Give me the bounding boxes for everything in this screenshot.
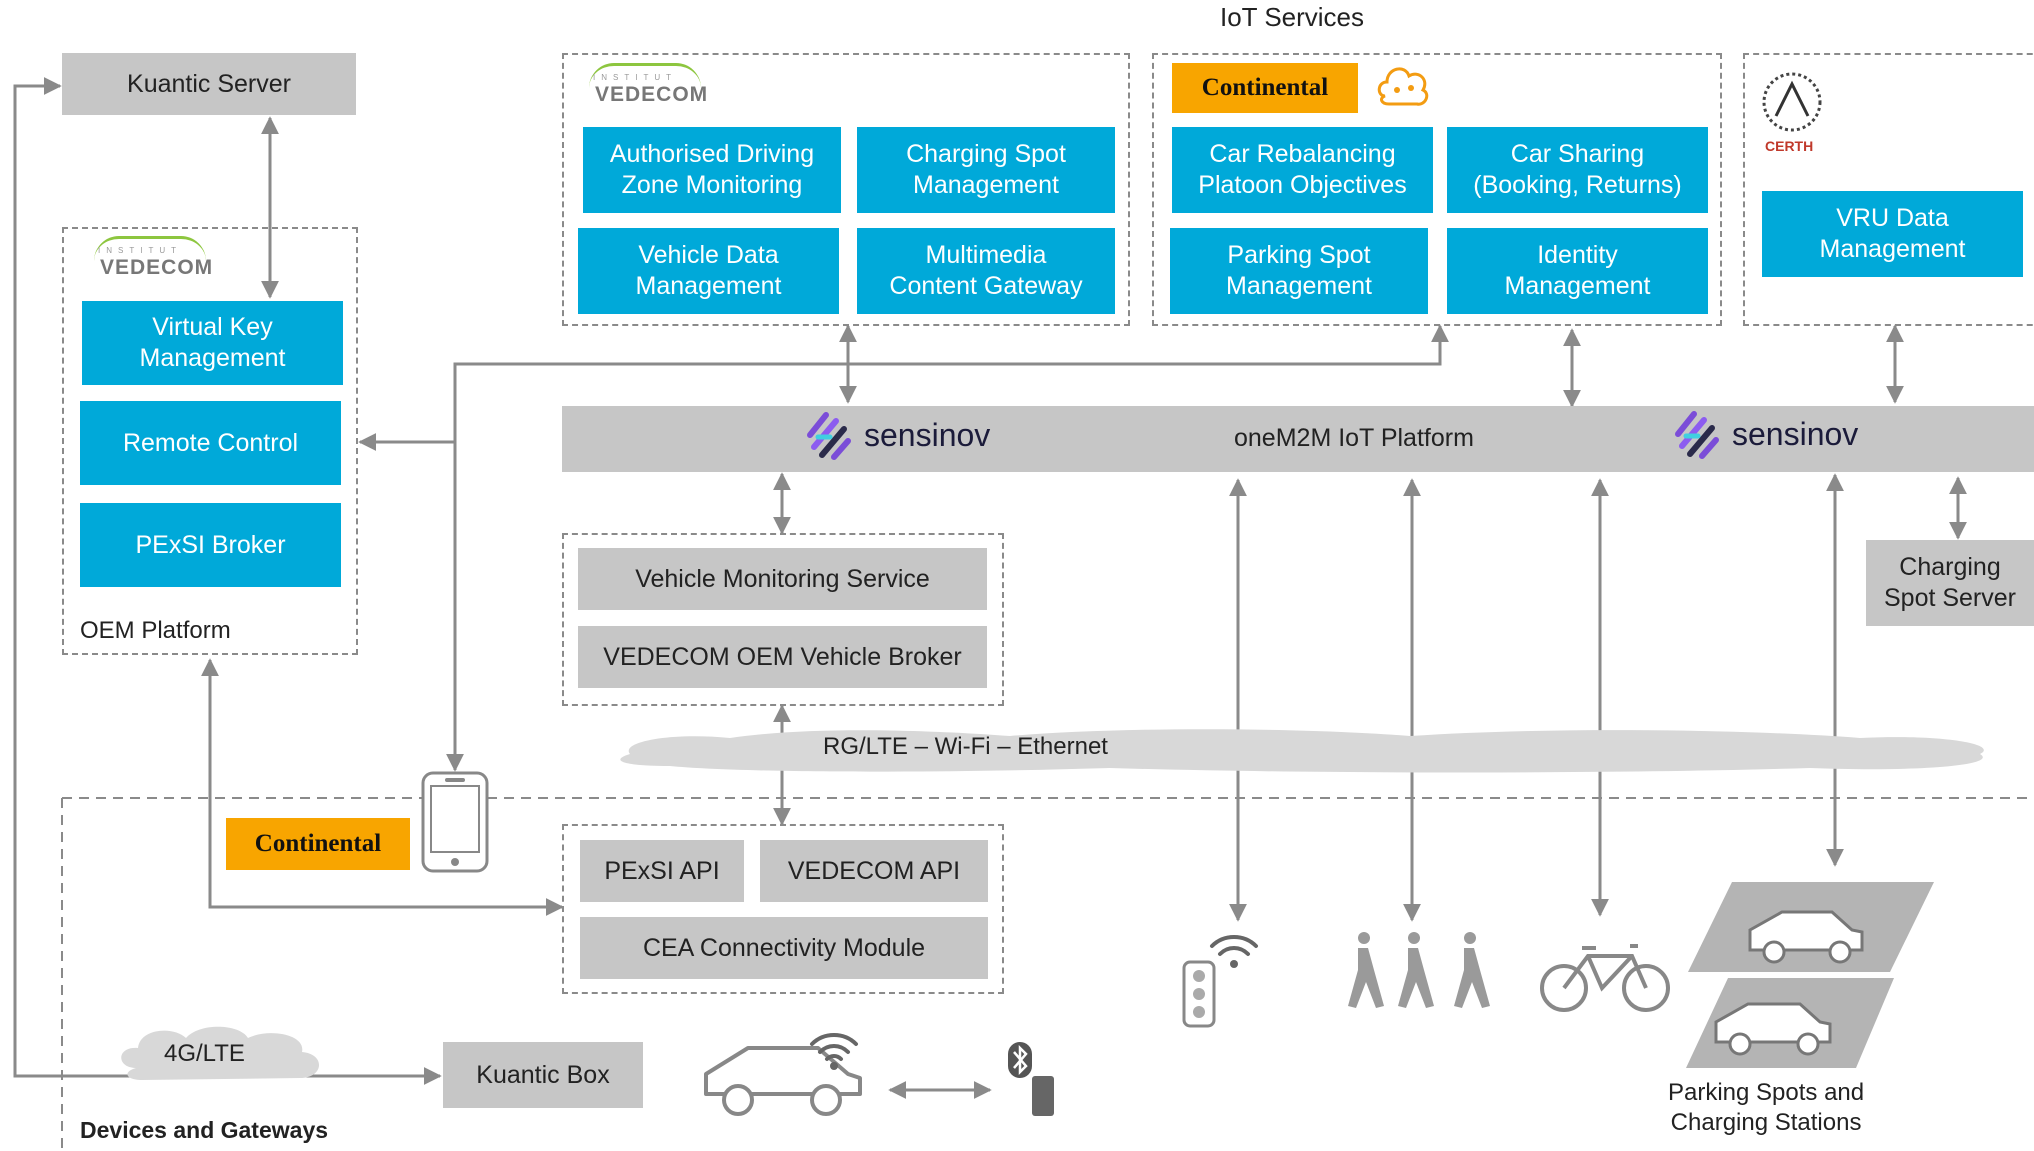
bluetooth-icon <box>1008 1042 1032 1078</box>
kuantic-server: Kuantic Server <box>62 53 356 115</box>
vedecom-oem-vehicle-broker: VEDECOM OEM Vehicle Broker <box>578 626 987 688</box>
oem-service-remote-control: Remote Control <box>80 401 341 485</box>
charger-device <box>1032 1076 1054 1116</box>
parking-spot-icon <box>1686 882 1934 1068</box>
continental-logo: Continental <box>1172 63 1358 113</box>
service-car-sharing: Car Sharing (Booking, Returns) <box>1447 127 1708 213</box>
onem2m-platform <box>562 406 2034 472</box>
pedestrian-icon <box>1348 932 1490 1008</box>
connectivity-group <box>562 824 1004 994</box>
pexsi-api: PExSI API <box>580 840 744 902</box>
sensinov-logo-2: sensinov <box>1668 406 1858 462</box>
certh-logo-emblem <box>1762 72 1822 132</box>
vedecom-api: VEDECOM API <box>760 840 988 902</box>
service-vehicle-data: Vehicle Data Management <box>578 228 839 314</box>
sensinov-mark-icon-2 <box>1675 411 1719 459</box>
service-vru-data: VRU Data Management <box>1762 191 2023 277</box>
lte-cloud <box>121 1026 320 1080</box>
continental-logo-devices: Continental <box>226 818 410 870</box>
kuantic-box: Kuantic Box <box>443 1042 643 1108</box>
shared-mobility-icon <box>1377 67 1429 106</box>
service-identity-mgmt: Identity Management <box>1447 228 1708 314</box>
vehicle-monitoring-service: Vehicle Monitoring Service <box>578 548 987 610</box>
wifi-icon <box>810 1033 858 1070</box>
sensinov-mark-icon <box>807 412 851 460</box>
certh-services-group <box>1743 53 2034 326</box>
service-charging-spot-mgmt: Charging Spot Management <box>857 127 1115 213</box>
service-car-rebalancing: Car Rebalancing Platoon Objectives <box>1172 127 1433 213</box>
cea-connectivity-module: CEA Connectivity Module <box>580 917 988 979</box>
oem-service-pexsi-broker: PExSI Broker <box>80 503 341 587</box>
network-cloud <box>620 729 1984 773</box>
vehicle-broker-group <box>562 533 1004 706</box>
service-multimedia-gateway: Multimedia Content Gateway <box>857 228 1115 314</box>
sensinov-logo-1: sensinov <box>800 407 990 463</box>
network-cloud-label: RG/LTE – Wi-Fi – Ethernet <box>823 733 1108 760</box>
oem-service-virtual-key: Virtual Key Management <box>82 301 343 385</box>
bicycle-icon <box>1540 944 1670 1012</box>
parking-spots-label: Parking Spots and Charging Stations <box>1668 1079 1865 1136</box>
lte-cloud-label: 4G/LTE <box>164 1040 245 1067</box>
charging-spot-server: Charging Spot Server <box>1866 540 2034 626</box>
onem2m-platform-label: oneM2M IoT Platform <box>1234 424 1474 452</box>
certh-logo-text: CERTH <box>1765 138 1814 154</box>
service-parking-spot: Parking Spot Management <box>1170 228 1428 314</box>
oem-platform-group <box>62 227 358 655</box>
service-authorised-driving: Authorised Driving Zone Monitoring <box>583 127 841 213</box>
traffic-light-icon <box>1182 935 1258 1028</box>
vedecom-services-group <box>562 53 1130 326</box>
continental-services-group <box>1152 53 1722 326</box>
smartphone-icon <box>421 771 489 873</box>
oem-platform-label: OEM Platform <box>80 617 231 644</box>
iot-services-title: IoT Services <box>1220 2 1365 32</box>
car-icon <box>704 1046 862 1116</box>
devices-gateways-label: Devices and Gateways <box>80 1117 329 1143</box>
